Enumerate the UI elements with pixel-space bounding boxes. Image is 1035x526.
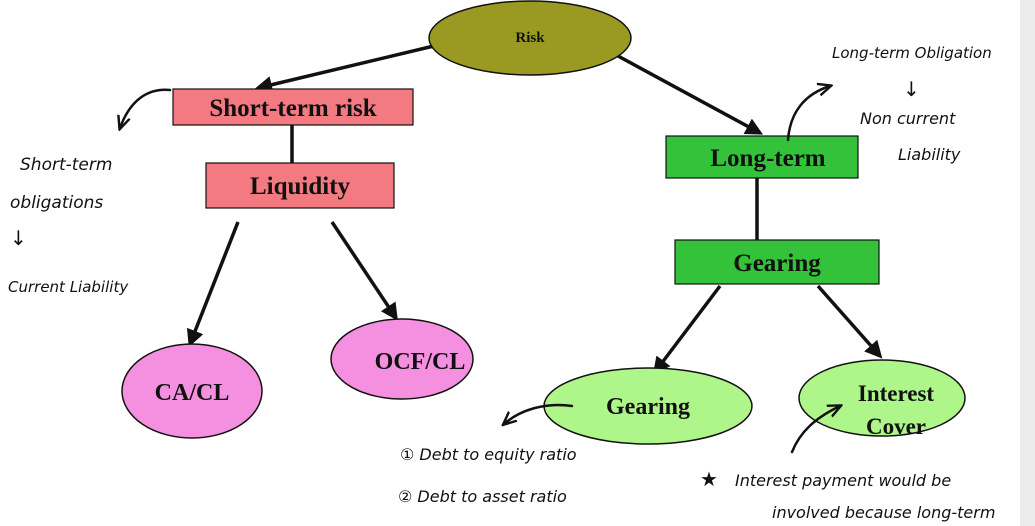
interest-note-line1: Interest payment would be — [735, 471, 951, 490]
ca-cl-node — [121, 343, 263, 439]
interest-note-line2: involved because long-term — [772, 503, 995, 522]
edge-liquidity-to-ca-cl — [186, 221, 240, 348]
risk-node — [428, 0, 632, 76]
long-term-note-line1: Long-term Obligation — [832, 44, 992, 62]
short-term-note-line2: obligations — [10, 193, 103, 213]
interest-cover-label-line2: Cover — [866, 414, 926, 439]
risk-label: Risk — [515, 30, 545, 46]
edge-gearing-to-interest-cover — [816, 284, 883, 359]
gearing-box — [674, 239, 880, 285]
ocf-cl-label: OCF/CL — [375, 349, 466, 375]
interest-cover-label-line1: Interest — [858, 381, 935, 406]
long-term-box — [665, 135, 859, 179]
ca-cl-label: CA/CL — [155, 380, 230, 406]
gearing-ratio-label: Gearing — [606, 394, 690, 420]
gearing-note-line2: ② Debt to asset ratio — [398, 487, 567, 506]
short-term-note-down-arrow: ↓ — [10, 226, 27, 250]
ocf-cl-node — [330, 318, 474, 400]
long-term-note-line2: Non current — [860, 109, 956, 128]
gearing-note-arrow — [504, 403, 574, 424]
long-term-note-arrow — [786, 86, 830, 142]
short-term-note-arrow — [120, 88, 172, 128]
long-term-note-down-arrow: ↓ — [903, 77, 920, 101]
edge-risk-to-long-term — [617, 54, 764, 135]
long-term-note-line3: Liability — [898, 145, 961, 164]
short-term-risk-box — [172, 88, 414, 126]
short-term-risk-label: Short-term risk — [209, 95, 376, 122]
short-term-note-line3: Current Liability — [8, 278, 129, 296]
edge-risk-to-short-term — [254, 43, 439, 94]
edge-gearing-to-gearing-ratio — [652, 284, 722, 375]
interest-note-star-icon: ★ — [700, 467, 718, 491]
gearing-box-label: Gearing — [733, 250, 821, 277]
short-term-note-line1: Short-term — [20, 155, 112, 175]
liquidity-box — [205, 162, 395, 209]
long-term-label: Long-term — [710, 145, 825, 172]
edge-liquidity-to-ocf-cl — [330, 221, 398, 321]
scroll-edge-strip — [1020, 0, 1035, 526]
interest-note-arrow — [790, 406, 840, 454]
gearing-note-line1: ① Debt to equity ratio — [400, 445, 577, 464]
liquidity-label: Liquidity — [250, 173, 351, 200]
